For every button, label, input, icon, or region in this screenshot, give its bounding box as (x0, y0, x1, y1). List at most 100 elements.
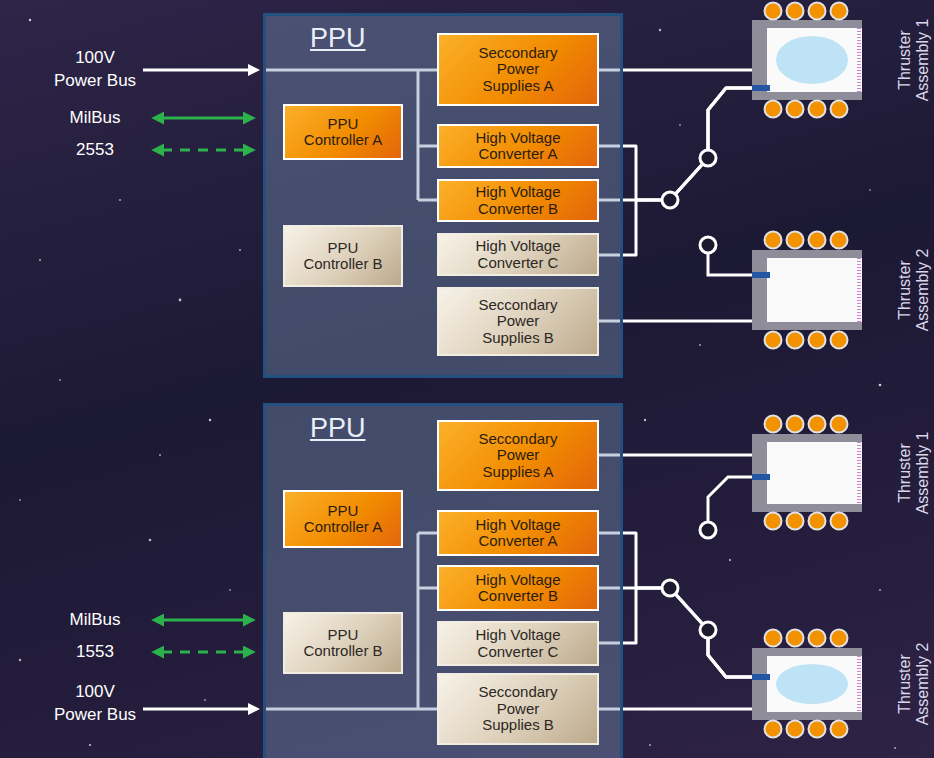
unit-box: High Voltage Converter A (437, 124, 599, 168)
thruster-chamber (767, 442, 862, 504)
power-bus-arrow (143, 708, 250, 711)
unit-box: Seccondary Power Supplies B (437, 287, 599, 356)
thruster-label: Thruster Assembly 1 (896, 421, 932, 525)
star (699, 344, 701, 346)
thruster-assembly: Thruster Assembly 2 (752, 250, 862, 330)
thruster-pin (752, 474, 770, 480)
plasma-glow (776, 664, 848, 704)
star (679, 124, 681, 126)
thruster-frame (752, 434, 862, 512)
thruster-label: Thruster Assembly 2 (896, 632, 932, 736)
star (159, 454, 161, 456)
unit-box: PPU Controller B (283, 225, 403, 287)
thruster-label: Thruster Assembly 1 (896, 8, 932, 112)
star (19, 499, 21, 501)
thruster-chamber (767, 28, 862, 92)
thruster-grid (857, 442, 861, 504)
star (894, 747, 896, 749)
data-bus-arrow (162, 619, 245, 622)
unit-box: Seccondary Power Supplies B (437, 673, 599, 745)
plasma-glow (776, 36, 848, 84)
switch-contact (700, 622, 716, 638)
switch-pivot (662, 580, 678, 596)
star (879, 384, 882, 387)
data-bus-arrow (162, 651, 245, 654)
thruster-grid (857, 258, 861, 322)
thruster-assembly: Thruster Assembly 2 (752, 648, 862, 720)
bus-label: 100V Power Bus (50, 46, 140, 92)
thruster-pin (752, 674, 770, 680)
star (209, 419, 211, 421)
unit-box: PPU Controller B (283, 612, 403, 674)
unit-box: Seccondary Power Supplies A (437, 33, 599, 106)
bus-label: MilBus 1553 (50, 604, 140, 668)
thruster-frame (752, 20, 862, 100)
thruster-assembly: Thruster Assembly 1 (752, 434, 862, 512)
star (239, 249, 241, 251)
star (879, 589, 881, 591)
thruster-grid (857, 28, 861, 92)
star (149, 539, 152, 542)
star (729, 559, 731, 561)
bus-label: MilBus 2553 (50, 102, 140, 166)
thruster-pin (752, 85, 770, 91)
unit-label: Seccondary Power Supplies B (470, 684, 566, 734)
star (179, 299, 182, 302)
thruster-drawing (752, 630, 862, 738)
unit-label: PPU Controller B (298, 240, 388, 273)
unit-box: High Voltage Converter B (437, 565, 599, 611)
star (204, 699, 206, 701)
unit-label: High Voltage Converter C (470, 627, 566, 660)
ppu-title: PPU (310, 23, 366, 54)
bus-label: 100V Power Bus (50, 680, 140, 726)
unit-box: PPU Controller A (283, 490, 403, 548)
switch-wire (708, 477, 752, 522)
unit-box: High Voltage Converter C (437, 233, 599, 276)
ppu-panel: Seccondary Power Supplies A PPU Controlle… (263, 13, 623, 378)
thruster-drawing (752, 3, 862, 118)
unit-label: Seccondary Power Supplies B (470, 297, 566, 347)
ppu-panel: Seccondary Power Supplies A PPU Controlle… (263, 403, 623, 758)
unit-label: PPU Controller A (298, 116, 388, 149)
thruster-grid (857, 656, 861, 712)
unit-box: Seccondary Power Supplies A (437, 420, 599, 491)
star (119, 199, 121, 201)
unit-box: High Voltage Converter B (437, 179, 599, 222)
unit-label: High Voltage Converter A (470, 517, 566, 550)
unit-label: High Voltage Converter A (470, 130, 566, 163)
magnet-row (765, 416, 848, 530)
switch-contact (700, 150, 716, 166)
unit-label: Seccondary Power Supplies A (470, 45, 566, 95)
unit-label: PPU Controller A (298, 503, 388, 536)
thruster-chamber (767, 656, 862, 712)
star (89, 744, 91, 746)
star-field (19, 19, 896, 749)
switch-contact (700, 237, 716, 253)
star (39, 259, 41, 261)
thruster-chamber (767, 258, 862, 322)
unit-label: Seccondary Power Supplies A (470, 431, 566, 481)
thruster-drawing (752, 416, 862, 530)
switch-contact (700, 522, 716, 538)
star (229, 589, 231, 591)
star (644, 419, 646, 421)
unit-box: High Voltage Converter C (437, 621, 599, 666)
thruster-frame (752, 648, 862, 720)
star (659, 29, 661, 31)
data-bus-arrow (162, 117, 245, 120)
unit-box: High Voltage Converter A (437, 510, 599, 556)
thruster-pin (752, 272, 770, 278)
star (869, 189, 871, 191)
star (649, 744, 651, 746)
star (19, 659, 21, 661)
unit-box: PPU Controller A (283, 104, 403, 160)
thruster-assembly: Thruster Assembly 1 (752, 20, 862, 100)
bus-arrows (143, 70, 250, 709)
power-bus-arrow (143, 69, 250, 72)
unit-label: PPU Controller B (298, 627, 388, 660)
unit-label: High Voltage Converter C (470, 238, 566, 271)
thruster-frame (752, 250, 862, 330)
magnet-row (765, 232, 848, 349)
thruster-label: Thruster Assembly 2 (896, 238, 932, 342)
ppu-title: PPU (310, 413, 366, 444)
